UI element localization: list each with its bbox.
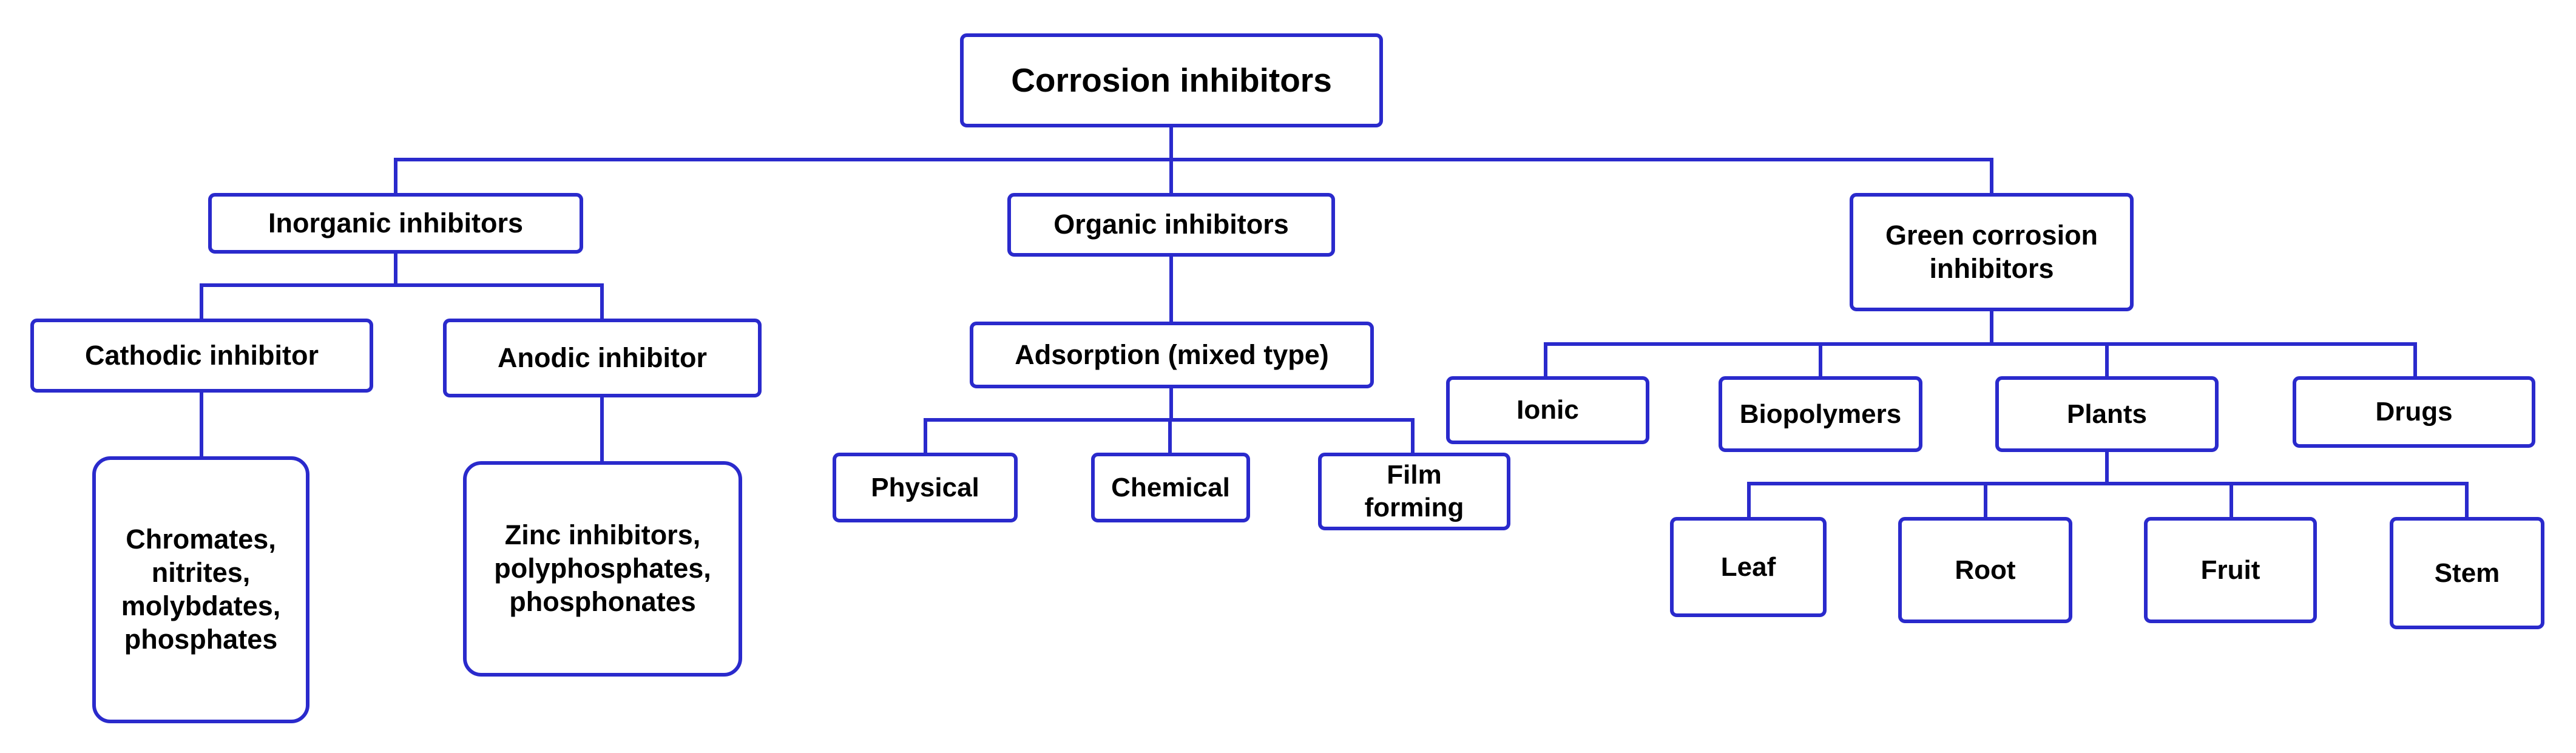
node-organic-inhibitors: Organic inhibitors [1007,193,1335,257]
node-anodic-inhibitor: Anodic inhibitor [443,319,762,397]
node-plants: Plants [1995,376,2219,452]
node-inorganic-inhibitors: Inorganic inhibitors [208,193,583,254]
node-ionic: Ionic [1446,376,1649,444]
node-root: Root [1898,517,2072,623]
node-green-corrosion-inhibitors: Green corrosion inhibitors [1850,193,2134,311]
node-fruit: Fruit [2144,517,2317,623]
node-chemical: Chemical [1091,453,1250,522]
node-film-forming: Film forming [1318,453,1510,530]
node-physical: Physical [833,453,1018,522]
node-anodic-examples: Zinc inhibitors, polyphosphates, phospho… [463,461,742,677]
node-cathodic-inhibitor: Cathodic inhibitor [30,319,373,393]
node-drugs: Drugs [2293,376,2535,448]
node-biopolymers: Biopolymers [1719,376,1922,452]
node-cathodic-examples: Chromates, nitrites, molybdates, phospha… [92,456,309,723]
node-adsorption-mixed-type: Adsorption (mixed type) [970,322,1374,388]
node-stem: Stem [2390,517,2544,629]
node-leaf: Leaf [1670,517,1827,617]
node-corrosion-inhibitors: Corrosion inhibitors [960,33,1383,127]
